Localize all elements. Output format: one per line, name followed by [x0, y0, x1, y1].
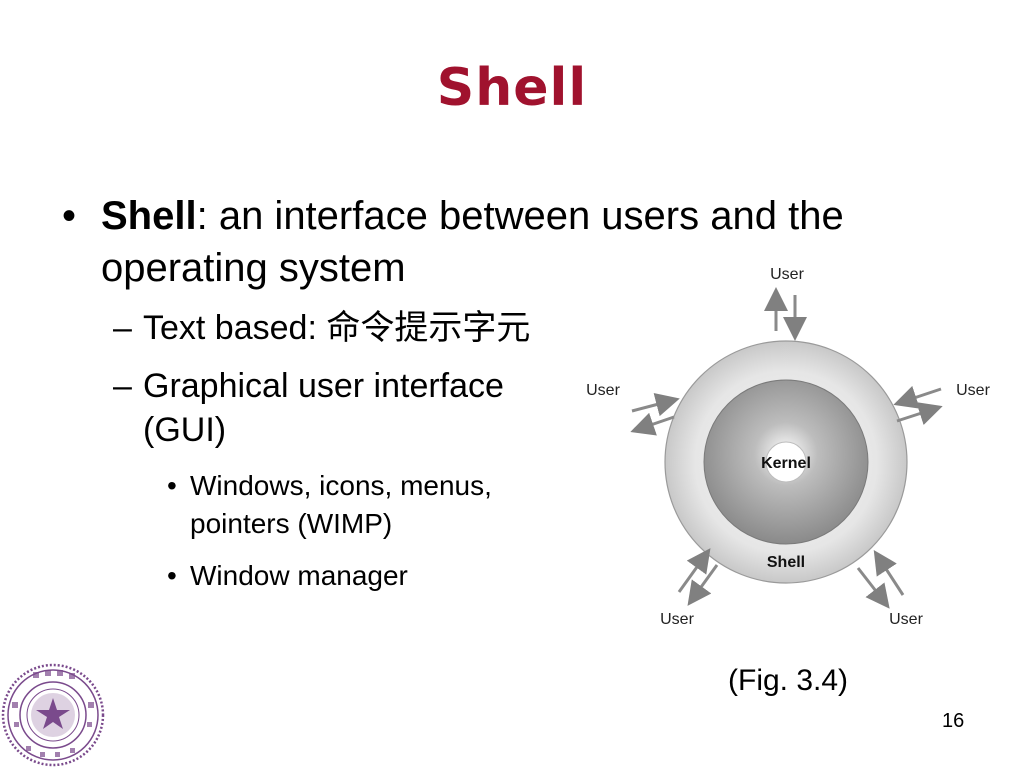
user-label-top: User: [770, 266, 804, 283]
sub-bullet-text: Text based: 命令提示字元: [143, 306, 530, 350]
sub-sub-bullet-marker: •: [167, 560, 177, 591]
bullet-rest: : an interface between users and the ope…: [101, 194, 844, 290]
sub-sub-bullet-label: Window manager: [190, 560, 408, 591]
university-seal-icon: [1, 663, 105, 767]
sub-bullet-marker: –: [113, 309, 132, 347]
bullet-marker: •: [62, 194, 77, 238]
kernel-center: [765, 441, 807, 483]
bullet-text: Shell: an interface between users and th…: [101, 190, 961, 294]
user-label-left: User: [586, 382, 620, 399]
sub-bullet-cjk: 命令提示字元: [326, 308, 531, 348]
sub-sub-bullet-marker: •: [167, 470, 177, 501]
page-number: 16: [942, 710, 965, 732]
user-label-bottom-left: User: [660, 611, 694, 628]
arrows-top: [764, 287, 807, 341]
sub-bullet-label: Text based:: [143, 309, 327, 347]
sub-bullet-marker: –: [113, 367, 132, 405]
user-label-right: User: [956, 382, 990, 399]
sub-sub-bullet-label: Windows, icons, menus, pointers (WIMP): [190, 470, 492, 539]
shell-label: Shell: [767, 554, 805, 571]
figure-caption: (Fig. 3.4): [728, 664, 849, 697]
bullet-term: Shell: [101, 194, 197, 238]
user-label-bottom-right: User: [889, 611, 923, 628]
shell-kernel-diagram: Kernel Shell User User User User User: [586, 266, 990, 628]
sub-bullet-label: Graphical user interface (GUI): [143, 367, 504, 449]
kernel-label: Kernel: [761, 455, 811, 472]
arrows-bottom-left: [677, 548, 719, 606]
arrows-left: [630, 392, 680, 436]
arrows-right: [893, 385, 943, 425]
arrows-bottom-right: [856, 549, 905, 609]
slide-title: Shell: [436, 58, 588, 118]
